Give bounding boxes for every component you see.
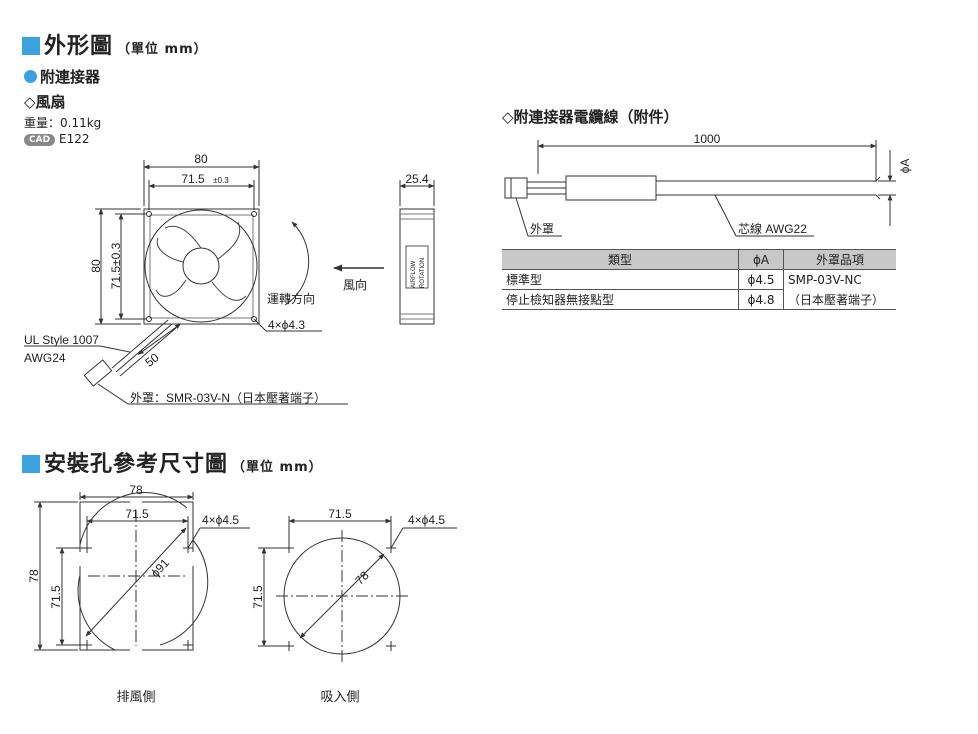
dim-80-left: 80 xyxy=(89,259,103,273)
fan-ring xyxy=(144,209,258,323)
accessory-heading: 附連接器 xyxy=(24,66,100,87)
fan-housing-label: 外罩：SMR-03V-N（日本壓著端子） xyxy=(130,391,326,405)
awg24: AWG24 xyxy=(24,351,66,365)
circle-bullet-icon xyxy=(24,70,37,83)
mount-hole xyxy=(251,211,257,217)
holes-label: 4×ϕ4.3 xyxy=(268,318,305,332)
row-housing: （日本壓著端子） xyxy=(783,289,896,310)
dim-80-top: 80 xyxy=(194,152,208,166)
fan-blades xyxy=(155,221,247,301)
mount-hole xyxy=(251,316,257,322)
exhaust-holes: 4×ϕ4.5 xyxy=(202,513,239,527)
dim-715-top-tol: ±0.3 xyxy=(213,176,229,185)
airflow-label: 風向 xyxy=(343,277,367,292)
exhaust-dim-715-top: 71.5 xyxy=(125,507,149,521)
exhaust-dim-78-left: 78 xyxy=(27,569,41,583)
table-row: 標準型 ϕ4.5 SMP-03V-NC xyxy=(502,269,896,290)
outline-title: 外形圖 xyxy=(44,34,114,59)
row-diameter: ϕ4.8 xyxy=(738,289,784,310)
table-row: 停止檢知器無接點型 ϕ4.8 （日本壓著端子） xyxy=(502,289,896,310)
fan-heading: ◇風扇 xyxy=(24,93,66,111)
row-housing: SMP-03V-NC xyxy=(783,269,896,290)
depth-label: 25.4 xyxy=(405,172,429,186)
cad-code: E122 xyxy=(59,132,90,146)
col-type: 類型 xyxy=(502,249,739,270)
fan-weight: 重量：0.11kg xyxy=(24,116,102,130)
intake-dim-715-top: 71.5 xyxy=(328,507,352,521)
mount-hole xyxy=(146,211,152,217)
dim-715-left: 71.5±0.3 xyxy=(109,242,123,289)
outline-unit: （單位 mm） xyxy=(117,42,208,57)
fan-inner-frame xyxy=(149,214,254,319)
square-bullet-icon xyxy=(22,455,40,473)
cable-spec-table: 類型 ϕA 外罩品項 標準型 ϕ4.5 SMP-03V-NC 停止檢知器無接點型… xyxy=(502,249,896,310)
cable-heading: ◇附連接器電纜線（附件） xyxy=(502,108,679,126)
dim-715-top: 71.5 xyxy=(181,172,205,186)
ul-style: UL Style 1007 xyxy=(24,333,99,347)
intake-dim-715-left: 71.5 xyxy=(251,585,265,609)
fan-side-ribs xyxy=(400,213,434,320)
cable-housing-label: 外罩 xyxy=(530,222,554,236)
col-housing: 外罩品項 xyxy=(783,249,896,270)
square-bullet-icon xyxy=(22,37,40,55)
fan-side-body xyxy=(399,208,435,325)
row-diameter: ϕ4.5 xyxy=(738,269,784,290)
row-type: 停止檢知器無接點型 xyxy=(502,289,739,310)
col-diameter: ϕA xyxy=(738,249,784,270)
cable-diameter: ϕA xyxy=(898,159,912,174)
cad-badge: CAD xyxy=(24,134,56,146)
cable-core-label: 芯線 AWG22 xyxy=(738,221,807,236)
accessory-heading-text: 附連接器 xyxy=(40,68,101,86)
exhaust-dim-78-top: 78 xyxy=(129,483,143,497)
side-text-airflow: AIRFLOW xyxy=(411,260,417,288)
intake-caption: 吸入側 xyxy=(320,689,359,704)
intake-holes: 4×ϕ4.5 xyxy=(408,513,445,527)
cable-sleeve xyxy=(565,175,657,201)
exhaust-outline xyxy=(79,501,194,651)
mounting-title: 安裝孔參考尺寸圖 xyxy=(44,452,229,477)
mount-hole xyxy=(146,316,152,322)
outline-title-block: 外形圖（單位 mm） xyxy=(22,28,208,60)
rotation-label: 運轉方向 xyxy=(267,291,315,306)
mounting-title-block: 安裝孔參考尺寸圖（單位 mm） xyxy=(22,446,323,478)
fan-frame xyxy=(143,208,260,325)
cable-length: 1000 xyxy=(694,132,721,146)
exhaust-caption: 排風側 xyxy=(116,689,155,704)
side-text-rotation: ROTATION xyxy=(420,258,426,288)
row-type: 標準型 xyxy=(502,269,739,290)
side-label-plate xyxy=(405,245,429,289)
exhaust-dim-715-left: 71.5 xyxy=(49,585,63,609)
mounting-unit: （單位 mm） xyxy=(232,460,323,475)
intake-dia: 78 xyxy=(352,568,372,588)
table-header-row: 類型 ϕA 外罩品項 xyxy=(502,249,896,270)
